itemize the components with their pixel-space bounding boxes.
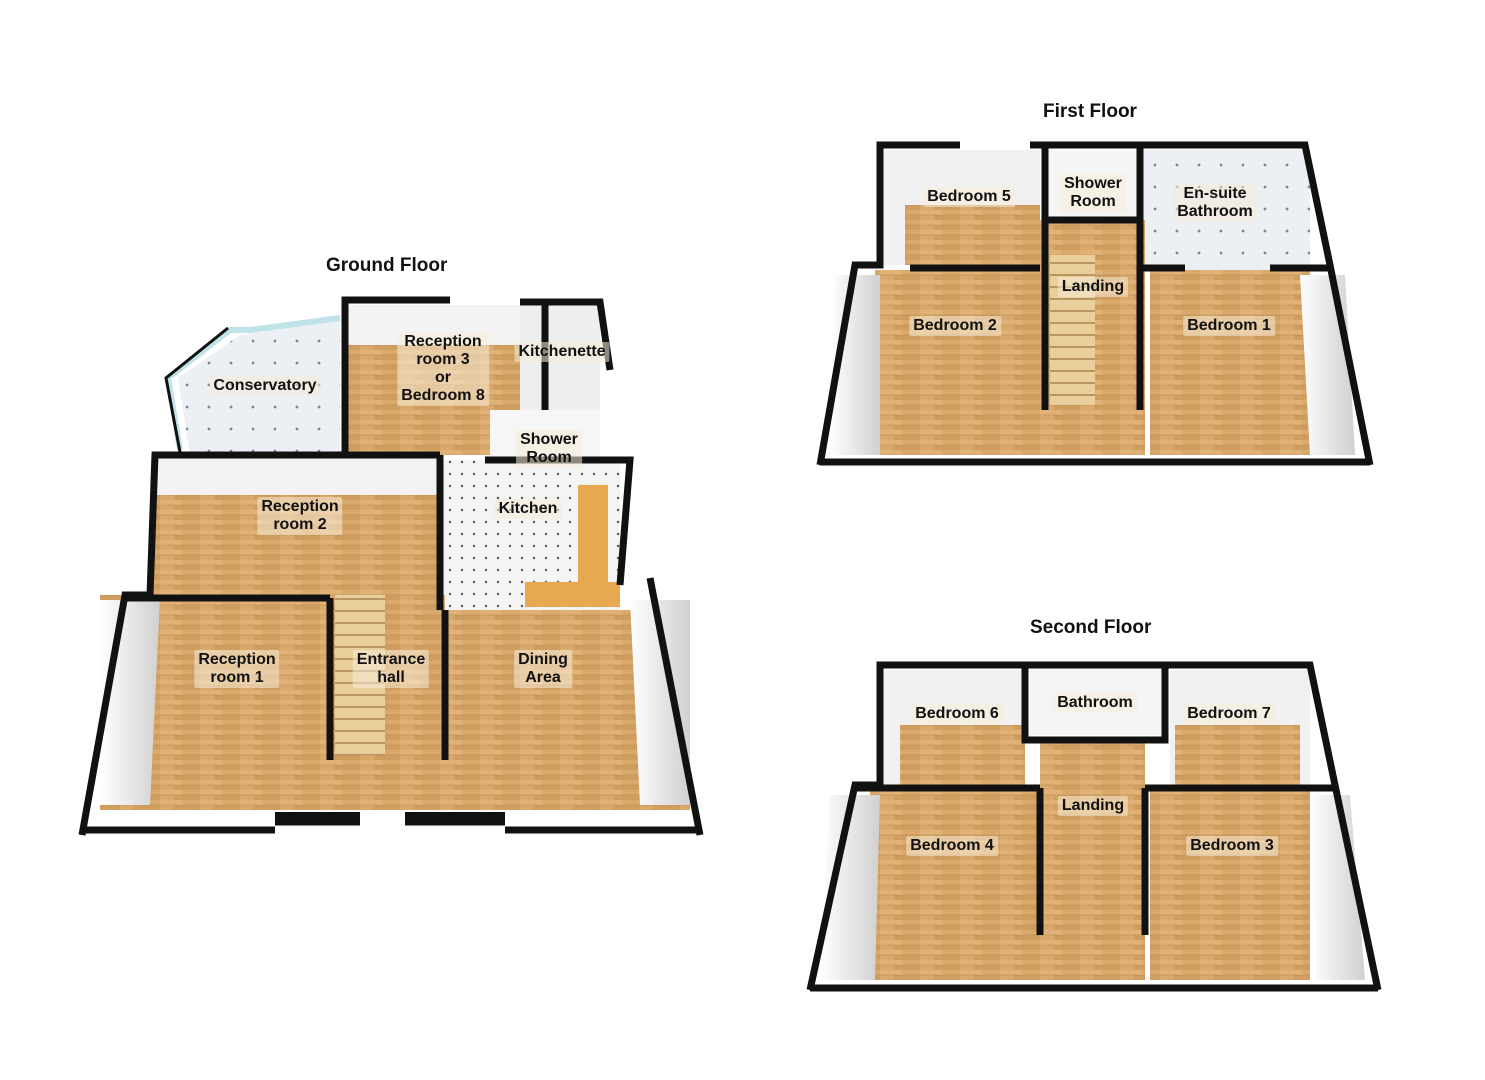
bedroom-7-label: Bedroom 7 [1183,704,1275,724]
bedroom-5-label: Bedroom 5 [923,187,1015,207]
ground-floor-plan [78,296,704,836]
landing-second-floor [1040,740,1145,980]
first-floor-title: First Floor [1043,101,1137,122]
bedroom-4-floor [870,790,1040,980]
bedroom-3-label: Bedroom 3 [1186,836,1278,856]
kitchen-label: Kitchen [494,499,562,519]
conservatory-wall [164,315,341,451]
conservatory-label: Conservatory [209,376,321,396]
bedroom-4-label: Bedroom 4 [906,836,998,856]
bedroom-2-label: Bedroom 2 [909,316,1001,336]
kitchenette-label: Kitchenette [514,342,610,362]
second-floor-bathroom-label: Bathroom [1053,693,1137,713]
second-floor-landing-label: Landing [1057,796,1129,816]
bedroom-3-floor [1150,790,1310,980]
bedroom-5-floor [905,205,1040,265]
bedroom-2-floor [875,270,1040,455]
ground-floor-title: Ground Floor [326,255,448,276]
first-floor-landing-label: Landing [1057,277,1129,297]
bedroom-1-label: Bedroom 1 [1183,316,1275,336]
bedroom-6-label: Bedroom 6 [911,704,1003,724]
second-floor-plan [806,661,1382,992]
second-floor-title: Second Floor [1030,617,1152,638]
bedroom-1-floor [1150,270,1310,455]
kitchen-worktop [578,485,608,585]
